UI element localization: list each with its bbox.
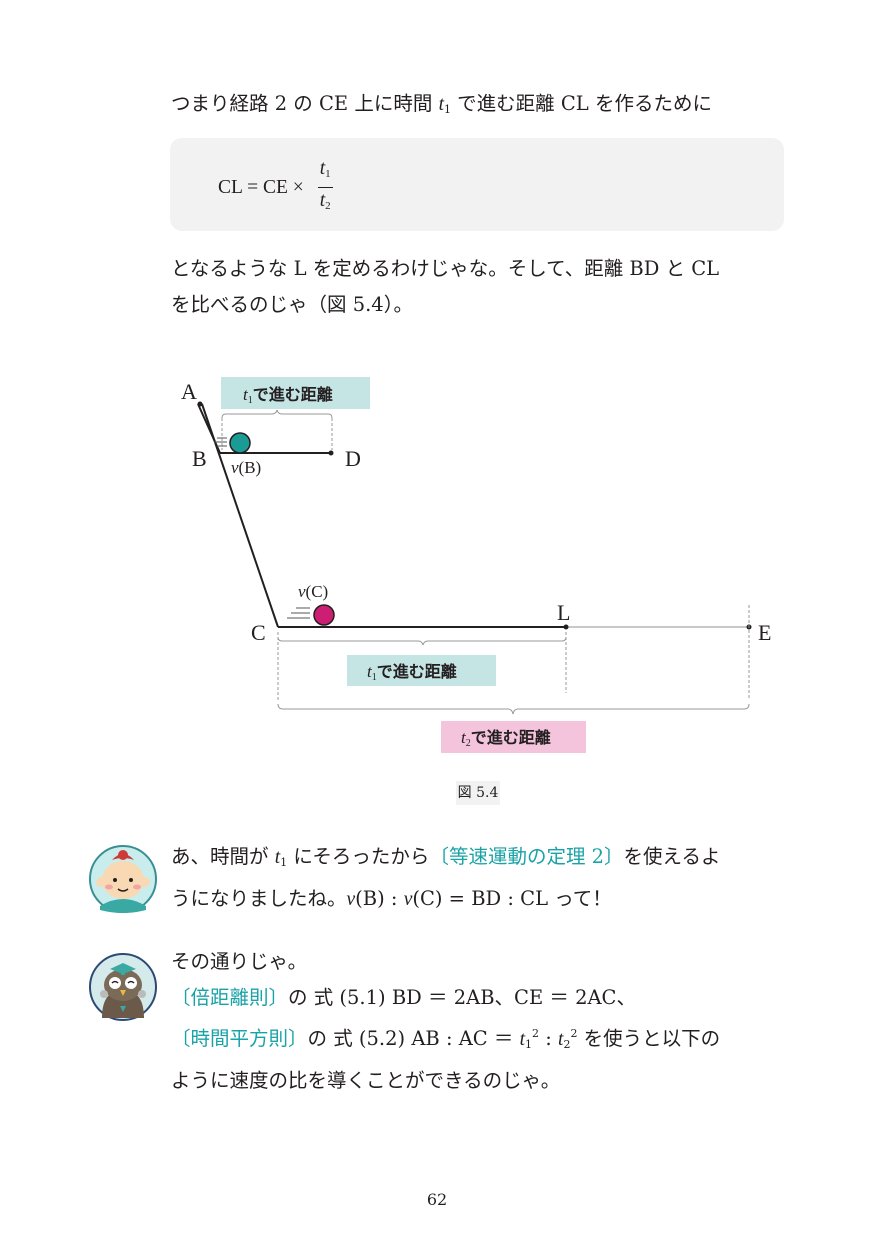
box-top bbox=[221, 377, 370, 409]
label-b: B bbox=[192, 446, 207, 471]
term-time-square: 〔時間平方則〕 bbox=[171, 1027, 308, 1050]
track-ac bbox=[201, 403, 279, 628]
formula-fraction: t1 t2 bbox=[317, 158, 333, 212]
owl-professor-avatar-icon bbox=[89, 953, 157, 1021]
ball-c bbox=[313, 604, 335, 626]
label-e: E bbox=[758, 620, 771, 645]
figure-5-4: A B D C L E v(B) v(C) t1で進む距離 t1で進む距離 t2… bbox=[181, 377, 771, 753]
label-c: C bbox=[251, 620, 266, 645]
point-l bbox=[563, 624, 569, 630]
point-d bbox=[328, 450, 334, 456]
term-double-distance: 〔倍距離則〕 bbox=[171, 986, 289, 1009]
paragraph-2: となるような L を定めるわけじゃな。そして、距離 BD と CL を比べるのじ… bbox=[171, 257, 720, 316]
brace-mid bbox=[277, 636, 567, 646]
boy-avatar-icon bbox=[89, 845, 157, 913]
box-mid bbox=[347, 655, 496, 686]
label-l: L bbox=[557, 600, 570, 625]
formula: CL = CE × t1 t2 bbox=[218, 158, 333, 217]
dialog-boy-text: あ、時間が t1 にそろったから〔等速運動の定理 2〕を使えるよ うになりました… bbox=[171, 845, 721, 910]
formula-box: CL = CE × t1 t2 bbox=[170, 138, 784, 231]
svg-text:t2で進む距離: t2で進む距離 bbox=[461, 728, 551, 749]
label-a: A bbox=[181, 379, 197, 404]
box-bottom bbox=[441, 721, 586, 753]
dialog-owl-text: その通りじゃ。 〔倍距離則〕の 式 (5.1) BD ＝ 2AB、CE ＝ 2A… bbox=[171, 950, 721, 1092]
point-a bbox=[197, 401, 203, 407]
figure-caption: 図 5.4 bbox=[456, 781, 500, 805]
page-number: 62 bbox=[426, 1190, 448, 1209]
intro-text: つまり経路 2 の CE 上に時間 t1 で進む距離 CL を作るために bbox=[171, 92, 712, 116]
term-uniform-motion: 〔等速運動の定理 2〕 bbox=[429, 845, 624, 868]
svg-text:t1で進む距離: t1で進む距離 bbox=[367, 662, 457, 683]
label-vb: v(B) bbox=[231, 458, 261, 477]
label-vc: v(C) bbox=[298, 582, 328, 601]
brace-top bbox=[221, 409, 333, 419]
brace-bottom bbox=[277, 703, 750, 715]
label-d: D bbox=[345, 446, 361, 471]
formula-lhs: CL = CE × bbox=[218, 176, 304, 198]
ball-b bbox=[229, 432, 251, 454]
svg-text:t1で進む距離: t1で進む距離 bbox=[243, 385, 333, 406]
